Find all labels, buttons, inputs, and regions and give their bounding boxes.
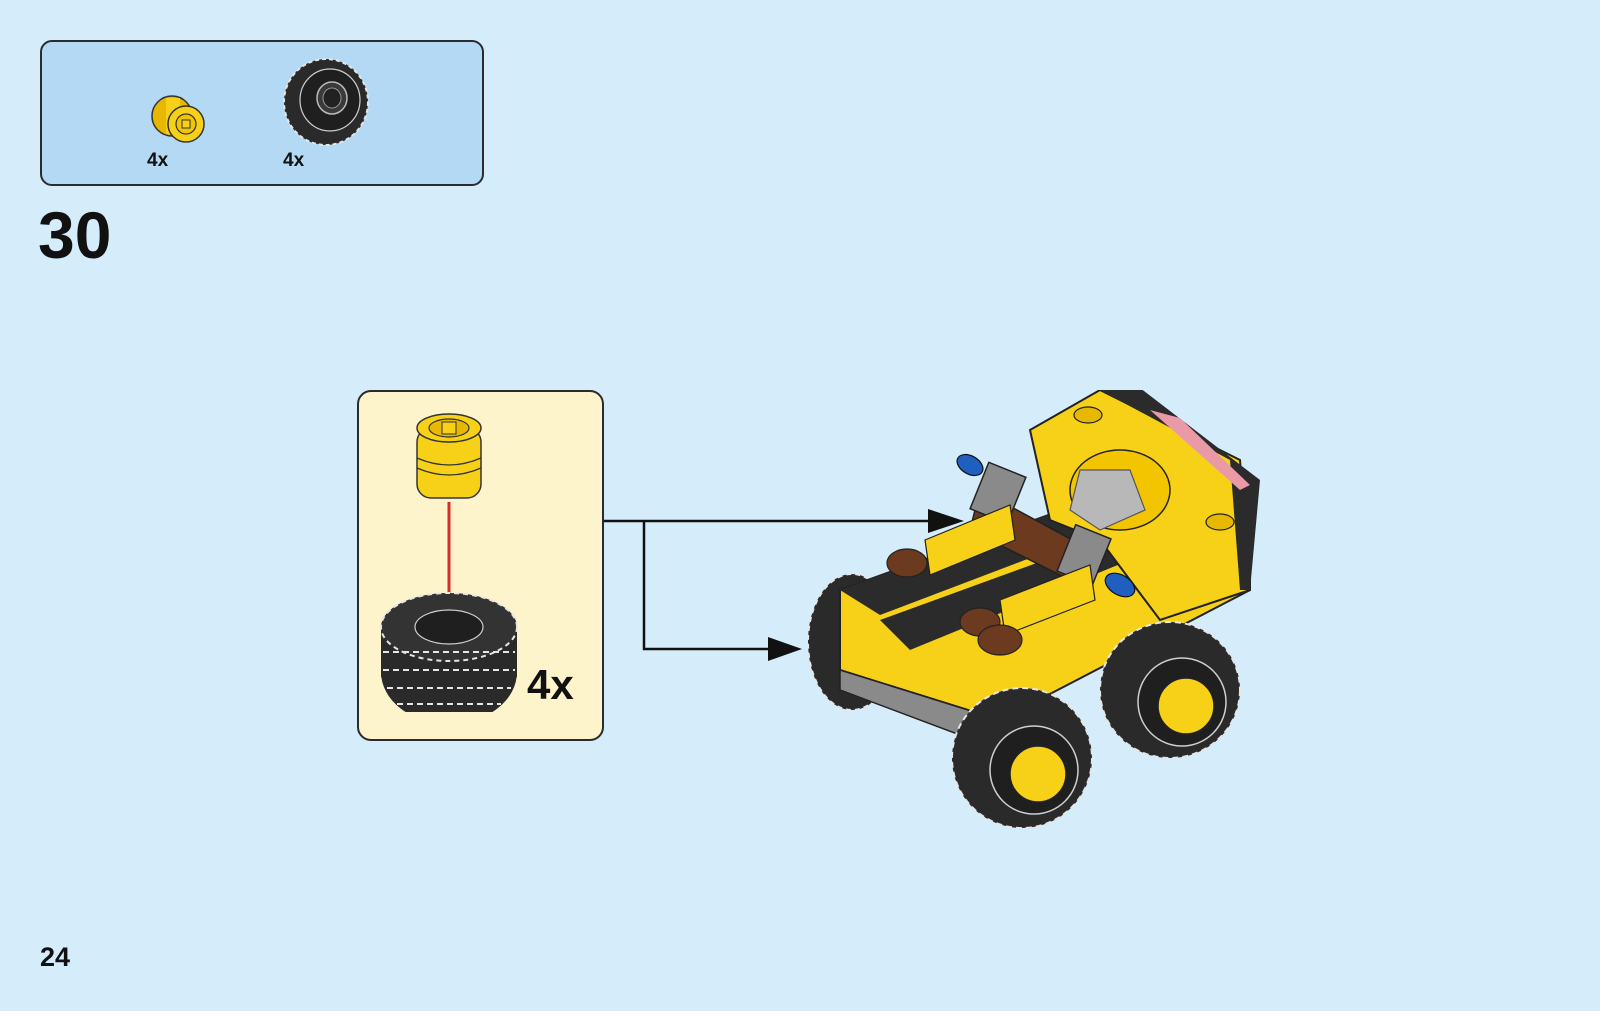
front-left-wheel [952, 688, 1092, 828]
subassembly-quantity: 4x [527, 664, 574, 706]
vehicle-illustration [800, 390, 1290, 850]
yellow-rim-icon [146, 90, 212, 150]
tire-quantity: 4x [283, 150, 304, 172]
wheel-assembly-illustration [379, 412, 539, 712]
tire-icon [282, 56, 374, 148]
front-right-wheel [1100, 622, 1240, 758]
step-number: 30 [38, 202, 111, 268]
subassembly-box: 4x [357, 390, 604, 741]
page-number: 24 [40, 944, 70, 971]
rim-quantity: 4x [147, 150, 168, 172]
parts-list-box: 4x 4x [40, 40, 484, 186]
